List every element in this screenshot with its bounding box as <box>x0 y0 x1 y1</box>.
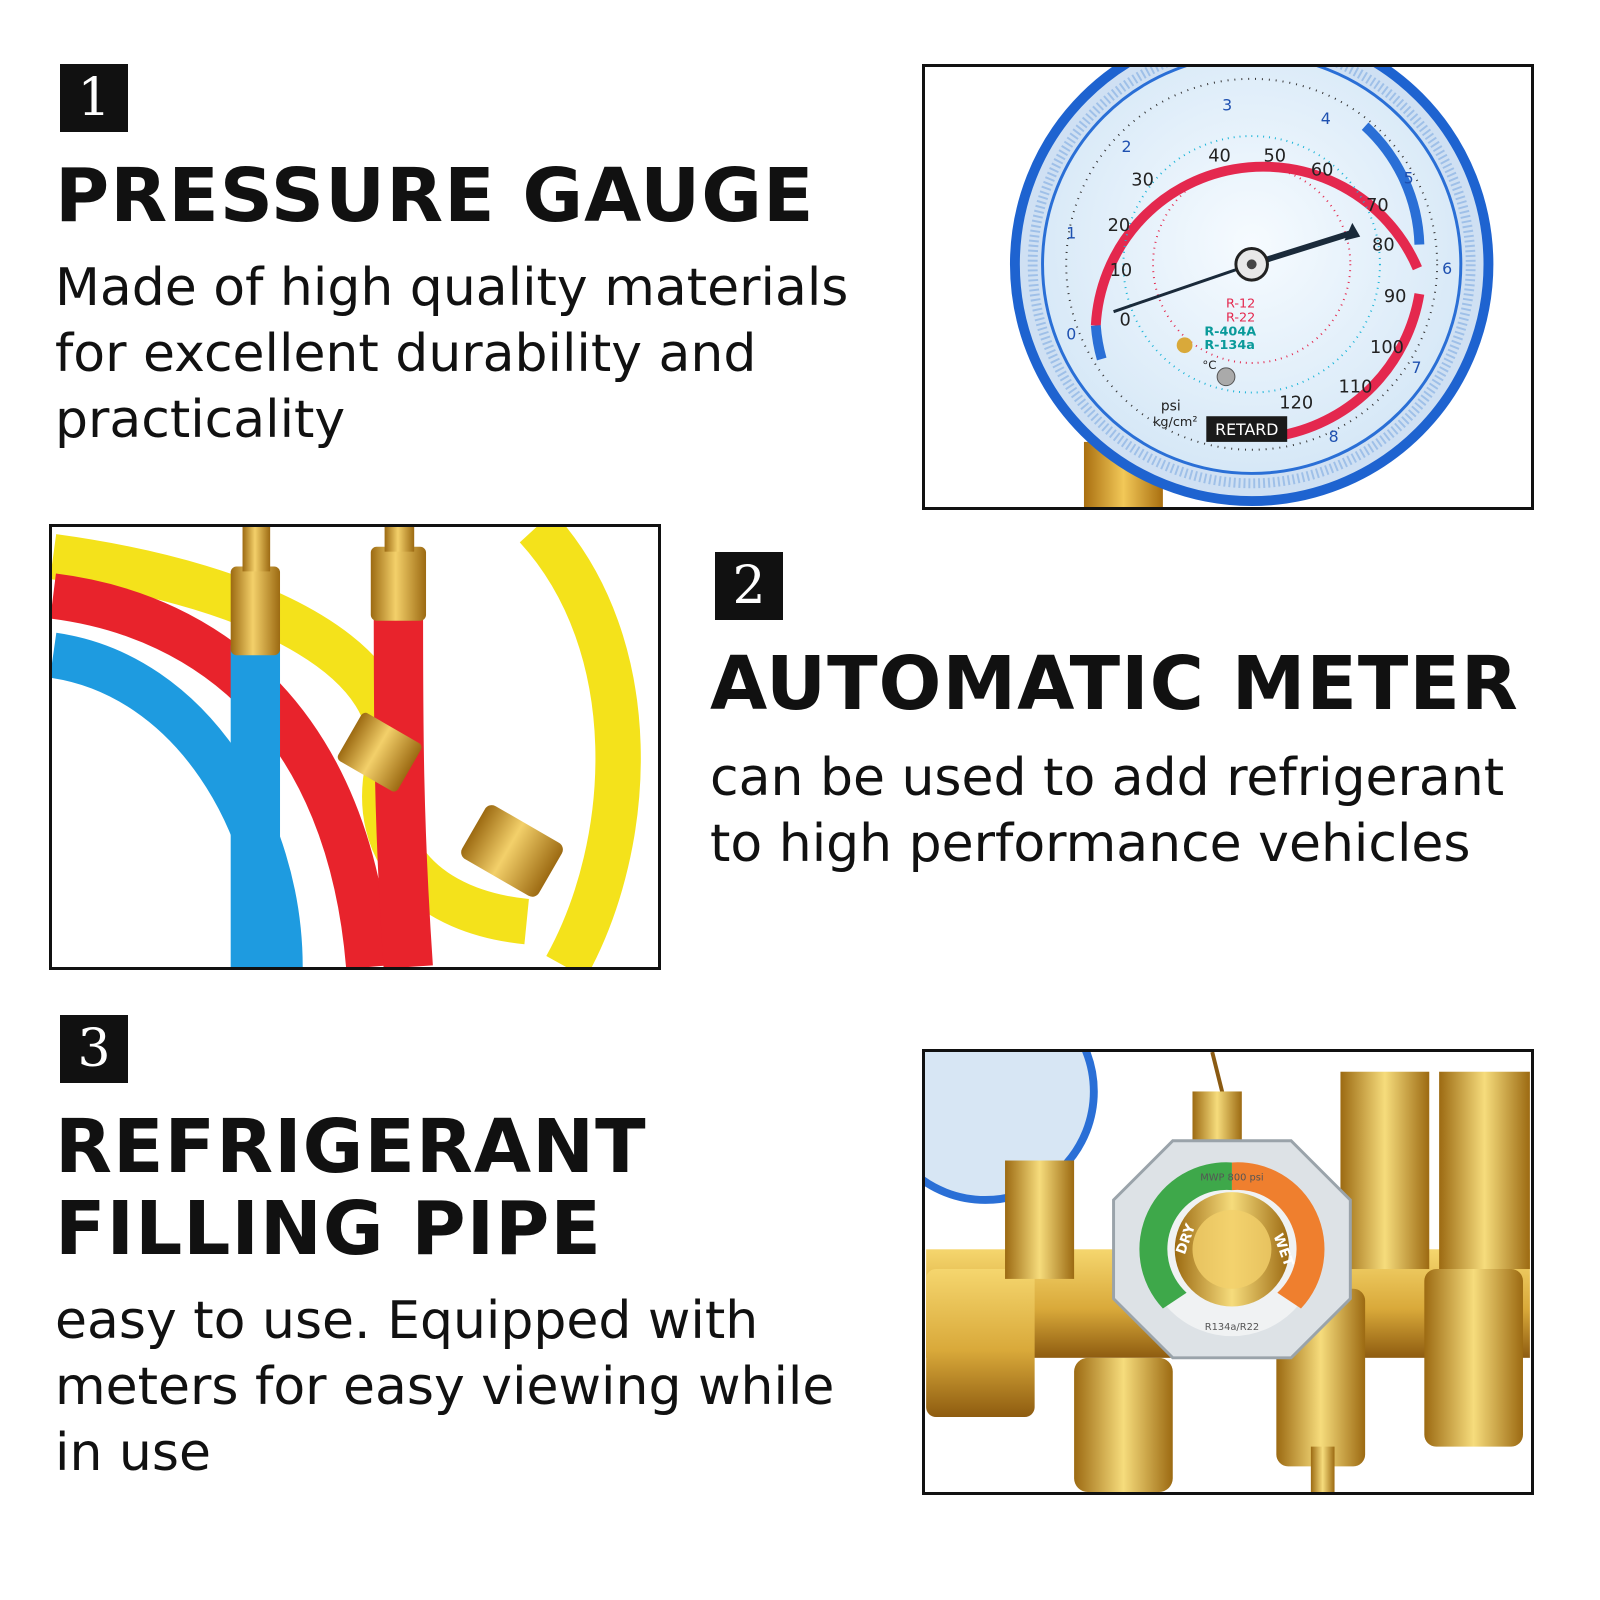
section-1-title: PRESSURE GAUGE <box>55 153 815 239</box>
gauge-kg-label: kg/cm² <box>1153 415 1198 430</box>
gauge-outer-1: 1 <box>1066 224 1076 243</box>
gauge-psi-0: 0 <box>1119 310 1130 330</box>
gauge-psi-50: 50 <box>1264 147 1287 167</box>
gauge-retard-label: RETARD <box>1215 420 1278 439</box>
gauge-ref-r404a: R-404A <box>1204 324 1256 339</box>
gauge-psi-20: 20 <box>1108 216 1131 236</box>
gauge-outer-5: 5 <box>1404 168 1414 187</box>
gauge-outer-2: 2 <box>1121 137 1131 156</box>
gauge-psi-100: 100 <box>1370 338 1404 358</box>
section-2-title: AUTOMATIC METER <box>710 641 1519 727</box>
sight-glass-top-text: MWP 800 psi <box>1200 1172 1263 1183</box>
gauge-psi-30: 30 <box>1131 170 1154 190</box>
gauge-ref-r134a: R-134a <box>1204 338 1255 353</box>
gauge-outer-3: 3 <box>1222 95 1232 114</box>
section-2-description: can be used to add refrigerant to high p… <box>710 748 1505 874</box>
gauge-psi-label: psi <box>1161 398 1181 414</box>
gauge-psi-80: 80 <box>1372 235 1395 255</box>
brass-manifold-photo: DRY WET MWP 800 psi R134a/R22 <box>922 1049 1534 1495</box>
gauge-outer-0: 0 <box>1066 324 1076 343</box>
gauge-psi-60: 60 <box>1311 161 1334 181</box>
gauge-outer-4: 4 <box>1321 109 1331 128</box>
pressure-gauge-icon: 3 4 5 6 7 8 2 1 0 40 50 60 70 80 90 100 … <box>926 67 1530 507</box>
gauge-outer-8: 8 <box>1329 427 1339 446</box>
gauge-ref-r12: R-12 <box>1226 297 1255 312</box>
section-2-number-badge: 2 <box>715 552 783 620</box>
colored-hoses-icon <box>52 527 657 967</box>
section-3-number-badge: 3 <box>60 1015 128 1083</box>
section-3-title: REFRIGERANT FILLING PIPE <box>55 1104 647 1272</box>
sight-glass-bottom-text: R134a/R22 <box>1205 1322 1259 1333</box>
gauge-celsius-label: °C <box>1202 358 1216 372</box>
pressure-gauge-photo: 3 4 5 6 7 8 2 1 0 40 50 60 70 80 90 100 … <box>922 64 1534 510</box>
section-1-number-badge: 1 <box>60 64 128 132</box>
section-1-description: Made of high quality materials for excel… <box>55 258 849 450</box>
gauge-psi-70: 70 <box>1366 196 1389 216</box>
gauge-outer-7: 7 <box>1411 358 1421 377</box>
gauge-ref-r22: R-22 <box>1226 311 1255 326</box>
gauge-psi-40: 40 <box>1208 147 1231 167</box>
gauge-psi-90: 90 <box>1384 287 1407 307</box>
section-3-description: easy to use. Equipped with meters for ea… <box>55 1291 835 1483</box>
gauge-outer-6: 6 <box>1442 259 1452 278</box>
colored-hoses-photo <box>49 524 661 970</box>
gauge-psi-110: 110 <box>1338 378 1372 398</box>
gauge-psi-120: 120 <box>1279 393 1313 413</box>
gauge-psi-10: 10 <box>1110 261 1133 281</box>
brass-manifold-icon: DRY WET MWP 800 psi R134a/R22 <box>925 1052 1530 1492</box>
